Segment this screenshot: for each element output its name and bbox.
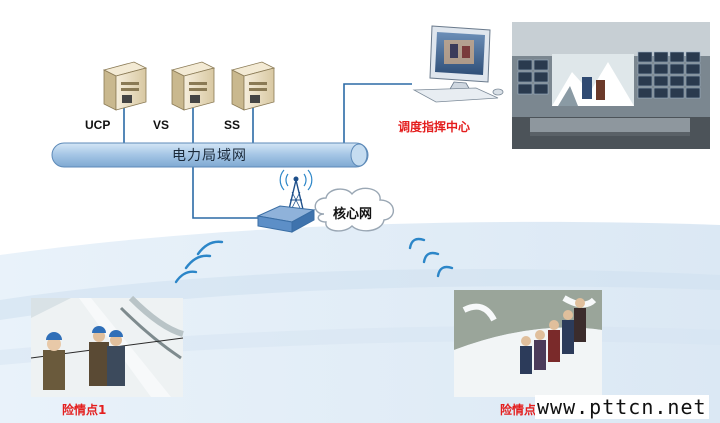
background-swoosh [0, 268, 720, 320]
incident-site-2-label: 险情点 [500, 403, 537, 417]
signal-waves-right [408, 237, 454, 278]
server-label-ss: SS [224, 118, 241, 132]
server-icon [102, 61, 148, 111]
core-network-cloud [314, 187, 394, 232]
link-lines [123, 83, 412, 219]
dispatch-center-photo [512, 22, 710, 149]
server-icon [230, 61, 276, 111]
watermark: www.pttcn.net [535, 395, 709, 419]
core-network-label: 核心网 [333, 207, 373, 222]
server-label-ucp: UCP [85, 118, 111, 132]
signal-waves-left [174, 240, 224, 284]
dispatch-center-label: 调度指挥中心 [398, 120, 471, 134]
server-label-vs: VS [153, 118, 170, 132]
server-icon [170, 61, 216, 111]
computer-icon [412, 25, 504, 103]
incident-site-1-label: 险情点1 [62, 403, 107, 417]
router-icon [256, 205, 316, 233]
incident-photo-1 [30, 295, 184, 397]
incident-photo-2 [454, 290, 602, 397]
lan-label: 电力局域网 [172, 148, 247, 164]
lan-bar [51, 142, 369, 168]
